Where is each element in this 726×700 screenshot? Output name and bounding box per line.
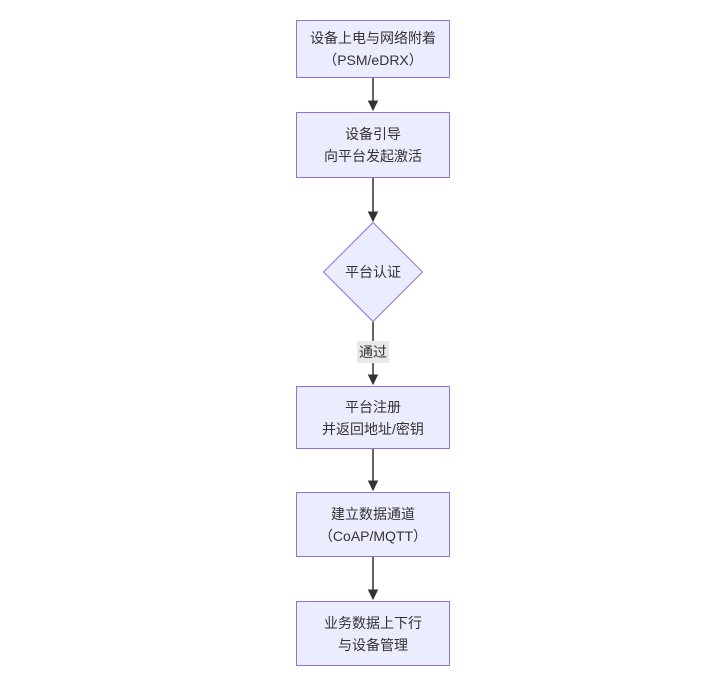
- node-bootstrap: 设备引导 向平台发起激活: [296, 112, 450, 178]
- node-text-line: 平台注册: [345, 398, 401, 415]
- node-platform-register: 平台注册 并返回地址/密钥: [296, 386, 450, 449]
- node-text-line: 向平台发起激活: [324, 148, 422, 164]
- node-text-line: （PSM/eDRX）: [323, 52, 423, 68]
- decision-label: 平台认证: [345, 264, 401, 280]
- node-text-line: 建立数据通道: [331, 505, 415, 522]
- node-text-line: 与设备管理: [338, 636, 408, 653]
- edge-label-pass: 通过: [357, 341, 389, 363]
- node-text-line: 设备引导: [345, 126, 401, 142]
- decision-platform-auth: 平台认证: [322, 221, 424, 323]
- node-text-line: 业务数据上下行: [324, 614, 422, 631]
- node-text-line: 并返回地址/密钥: [322, 420, 424, 437]
- node-text-line: 设备上电与网络附着: [310, 30, 436, 46]
- node-business-data: 业务数据上下行 与设备管理: [296, 601, 450, 666]
- node-text-line: （CoAP/MQTT）: [318, 527, 428, 544]
- node-power-attach: 设备上电与网络附着 （PSM/eDRX）: [296, 20, 450, 78]
- node-data-channel: 建立数据通道 （CoAP/MQTT）: [296, 492, 450, 557]
